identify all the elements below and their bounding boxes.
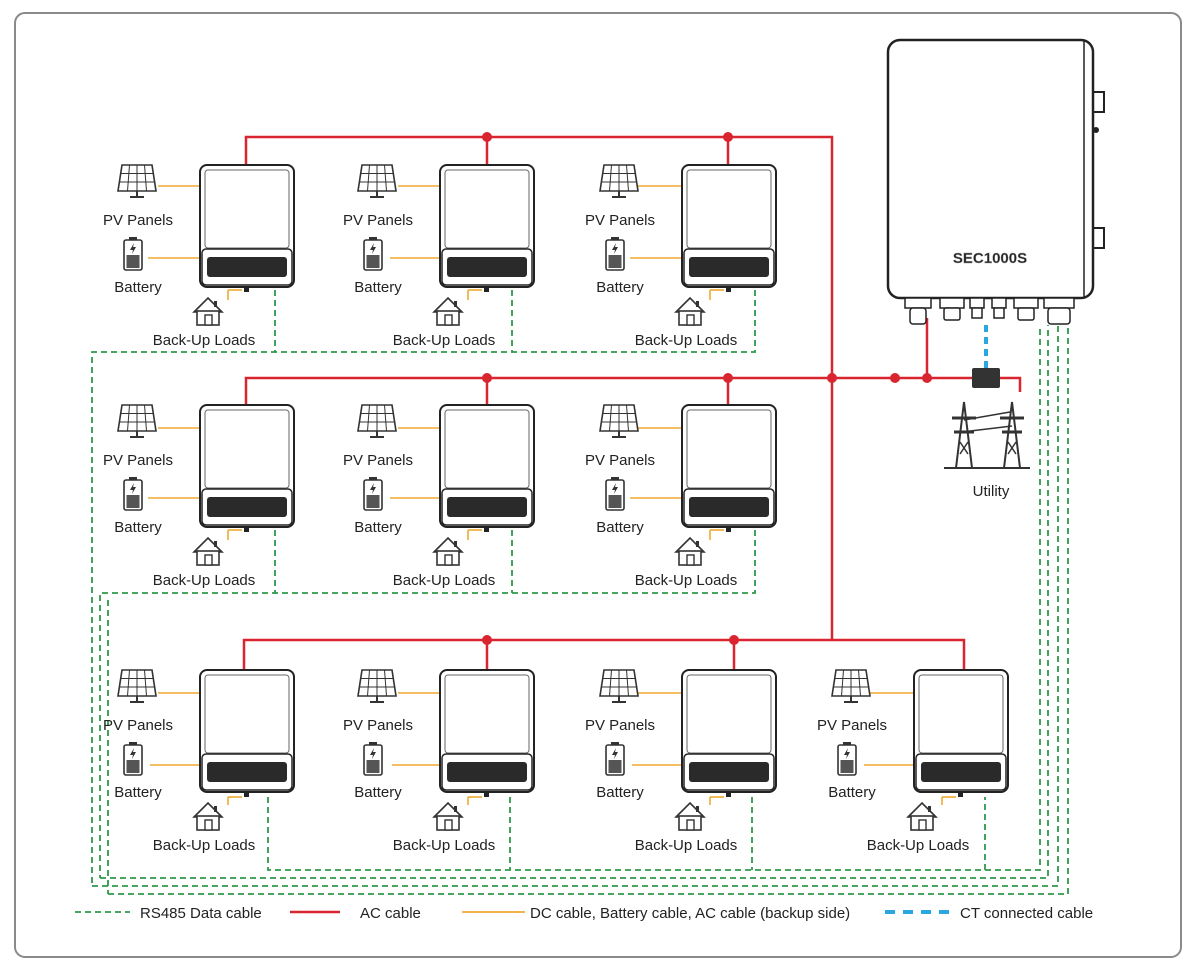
- solar-panel-icon: [831, 669, 871, 703]
- house-icon: [675, 297, 705, 326]
- solar-panel-icon: [599, 669, 639, 703]
- house-icon: [675, 802, 705, 831]
- battery-label: Battery: [114, 519, 162, 536]
- dc-wiring: [148, 185, 956, 805]
- back-up-loads-label: Back-Up Loads: [153, 572, 256, 589]
- inverter-icon: [199, 164, 295, 293]
- house-icon: [907, 802, 937, 831]
- legend-rs485-label: RS485 Data cable: [140, 905, 262, 922]
- battery-icon: [605, 236, 625, 271]
- sec1000s-controller: SEC1000S: [886, 38, 1105, 325]
- back-up-loads-label: Back-Up Loads: [393, 572, 496, 589]
- legend-ct-label: CT connected cable: [960, 905, 1093, 922]
- ac-wiring: [242, 135, 1022, 670]
- battery-label: Battery: [114, 279, 162, 296]
- legend-dc-label: DC cable, Battery cable, AC cable (backu…: [530, 905, 850, 922]
- solar-panel-icon: [117, 404, 157, 438]
- pv-panels-label: PV Panels: [585, 452, 655, 469]
- pv-panels-label: PV Panels: [103, 212, 173, 229]
- battery-label: Battery: [828, 784, 876, 801]
- inverter-icon: [439, 669, 535, 798]
- back-up-loads-label: Back-Up Loads: [867, 837, 970, 854]
- solar-panel-icon: [357, 164, 397, 198]
- pv-panels-label: PV Panels: [585, 717, 655, 734]
- house-icon: [193, 537, 223, 566]
- utility-tower-icon: [944, 400, 1030, 470]
- pv-panels-label: PV Panels: [817, 717, 887, 734]
- back-up-loads-label: Back-Up Loads: [153, 837, 256, 854]
- ct-sensor: [972, 368, 1000, 388]
- controller-label: SEC1000S: [953, 250, 1027, 267]
- battery-icon: [123, 476, 143, 511]
- battery-icon: [363, 741, 383, 776]
- back-up-loads-label: Back-Up Loads: [393, 837, 496, 854]
- battery-label: Battery: [596, 279, 644, 296]
- battery-label: Battery: [114, 784, 162, 801]
- inverter-icon: [199, 669, 295, 798]
- pv-panels-label: PV Panels: [103, 717, 173, 734]
- battery-icon: [123, 741, 143, 776]
- battery-icon: [837, 741, 857, 776]
- house-icon: [193, 297, 223, 326]
- inverter-icon: [913, 669, 1009, 798]
- house-icon: [433, 802, 463, 831]
- solar-panel-icon: [117, 164, 157, 198]
- battery-label: Battery: [354, 279, 402, 296]
- battery-label: Battery: [354, 519, 402, 536]
- pv-panels-label: PV Panels: [343, 717, 413, 734]
- back-up-loads-label: Back-Up Loads: [393, 332, 496, 349]
- pv-panels-label: PV Panels: [343, 452, 413, 469]
- inverter-icon: [681, 164, 777, 293]
- legend-ac-label: AC cable: [360, 905, 421, 922]
- house-icon: [433, 537, 463, 566]
- pv-panels-label: PV Panels: [103, 452, 173, 469]
- solar-panel-icon: [599, 404, 639, 438]
- inverter-icon: [681, 669, 777, 798]
- inverter-icon: [439, 404, 535, 533]
- battery-label: Battery: [596, 519, 644, 536]
- utility-label: Utility: [973, 483, 1010, 500]
- pv-panels-label: PV Panels: [343, 212, 413, 229]
- house-icon: [433, 297, 463, 326]
- battery-icon: [363, 476, 383, 511]
- house-icon: [193, 802, 223, 831]
- battery-icon: [605, 741, 625, 776]
- inverter-icon: [439, 164, 535, 293]
- back-up-loads-label: Back-Up Loads: [635, 332, 738, 349]
- legend: RS485 Data cable AC cable DC cable, Batt…: [75, 905, 1093, 922]
- back-up-loads-label: Back-Up Loads: [153, 332, 256, 349]
- battery-label: Battery: [354, 784, 402, 801]
- solar-panel-icon: [599, 164, 639, 198]
- inverter-icon: [199, 404, 295, 533]
- back-up-loads-label: Back-Up Loads: [635, 572, 738, 589]
- rs485-wiring: [91, 290, 1069, 895]
- solar-panel-icon: [117, 669, 157, 703]
- battery-icon: [605, 476, 625, 511]
- house-icon: [675, 537, 705, 566]
- pv-panels-label: PV Panels: [585, 212, 655, 229]
- battery-icon: [363, 236, 383, 271]
- battery-label: Battery: [596, 784, 644, 801]
- ac-junction-dots: [482, 132, 932, 645]
- back-up-loads-label: Back-Up Loads: [635, 837, 738, 854]
- solar-panel-icon: [357, 404, 397, 438]
- battery-icon: [123, 236, 143, 271]
- diagram-frame: [14, 12, 1182, 958]
- solar-panel-icon: [357, 669, 397, 703]
- inverter-icon: [681, 404, 777, 533]
